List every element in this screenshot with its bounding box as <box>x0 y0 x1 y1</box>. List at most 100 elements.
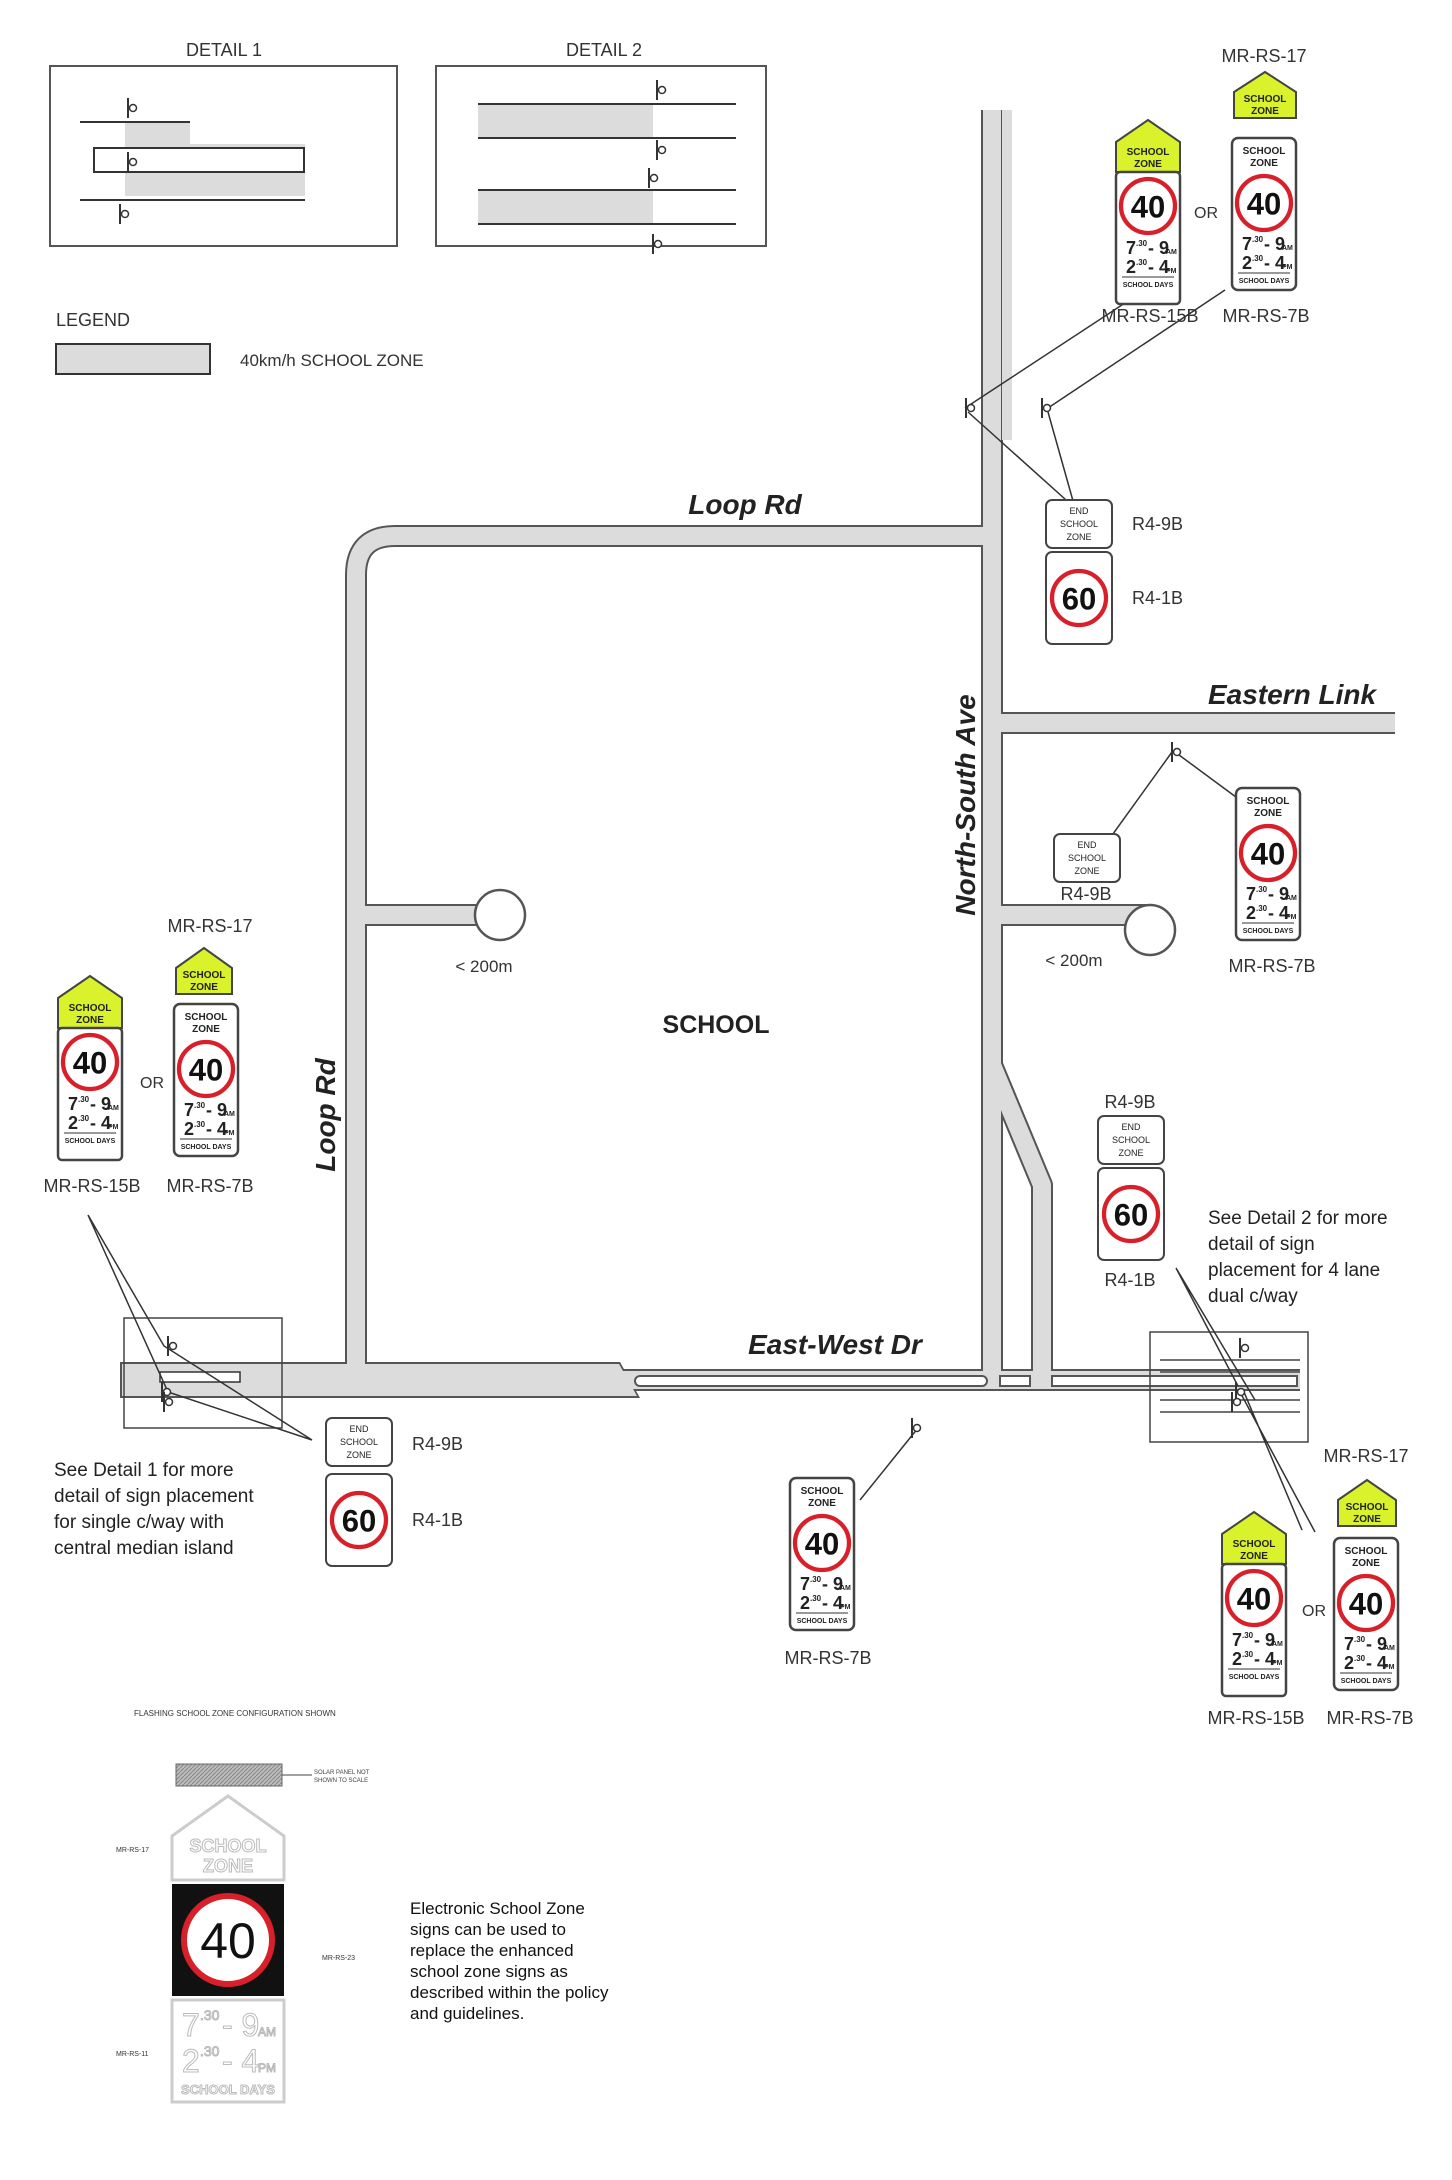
time-am: AM <box>1384 1645 1395 1652</box>
time-am-min: .30 <box>1256 885 1268 894</box>
time-am: AM <box>258 2025 276 2039</box>
code-r4-1b: R4-1B <box>1132 588 1183 608</box>
sign-school-text: SCHOOL <box>1233 1539 1276 1550</box>
time-am-end: - 9 <box>206 1100 227 1120</box>
road-name-eastern-link: Eastern Link <box>1208 679 1377 710</box>
sign-zone-text: ZONE <box>1250 158 1278 169</box>
time-pm-start: 2 <box>1246 903 1256 923</box>
time-pm-min: .30 <box>194 1120 206 1129</box>
code-mr-rs-7b: MR-RS-7B <box>1228 956 1315 976</box>
road-fill <box>347 527 987 1370</box>
note-electronic-line: school zone signs as <box>410 1962 568 1981</box>
time-pm-start: 2 <box>182 2043 200 2079</box>
pointer-line <box>1104 751 1241 846</box>
sign-school-text: SCHOOL <box>1127 147 1170 158</box>
cul-de-sac <box>1123 903 1177 957</box>
speed-value: 40 <box>189 1052 224 1087</box>
time-pm-min: .30 <box>1252 254 1264 263</box>
legend-label: 40km/h SCHOOL ZONE <box>240 351 424 370</box>
code-r4-9b: R4-9B <box>412 1434 463 1454</box>
sign-panel <box>170 1998 286 2104</box>
median-island <box>634 1375 988 1387</box>
time-pm-min: .30 <box>1242 1650 1254 1659</box>
time-pm-min: .30 <box>1256 904 1268 913</box>
legend-title: LEGEND <box>56 310 130 330</box>
time-school-days: SCHOOL DAYS <box>181 2082 275 2097</box>
sign-post-icon <box>657 145 667 155</box>
time-am: AM <box>1272 1641 1283 1648</box>
speed-value: 60 <box>342 1503 377 1538</box>
road-outline <box>345 525 987 1370</box>
road-name-loop-left: Loop Rd <box>310 1057 341 1171</box>
time-pm-start: 2 <box>1242 253 1252 273</box>
sign-zone-text: ZONE <box>1254 808 1282 819</box>
code-r4-1b: R4-1B <box>412 1510 463 1530</box>
sign-end-text: END <box>349 1424 369 1434</box>
time-pm-start: 2 <box>184 1119 194 1139</box>
note-electronic-line: replace the enhanced <box>410 1941 574 1960</box>
code-mr-rs-17: MR-RS-17 <box>116 1847 149 1854</box>
time-school-days: SCHOOL DAYS <box>797 1618 848 1625</box>
solar-note: SOLAR PANEL NOT <box>314 1770 370 1776</box>
sign-yellow-panel <box>57 974 123 1029</box>
detail2-title: DETAIL 2 <box>566 40 642 60</box>
note-detail1-line: detail of sign placement <box>54 1486 254 1507</box>
code-r4-9b: R4-9B <box>1104 1092 1155 1112</box>
sign-post-icon <box>657 85 667 95</box>
sign-end-text: END <box>1077 840 1097 850</box>
time-am-start: 7 <box>182 2007 200 2043</box>
median-island <box>999 1375 1031 1387</box>
pointer-line <box>859 1427 919 1501</box>
time-pm-end: - 4 <box>1264 253 1285 273</box>
sign-school-text: SCHOOL <box>1346 1502 1389 1513</box>
sign-zone-text: ZONE <box>1134 159 1162 170</box>
time-am: AM <box>1286 895 1297 902</box>
time-am-start: 7 <box>68 1094 78 1114</box>
pointer-line <box>87 1214 313 1441</box>
sign-post-icon <box>120 209 130 219</box>
speed-ring <box>1118 176 1178 236</box>
sign-post-icon <box>653 239 663 249</box>
sign-panel <box>325 1417 393 1467</box>
sign-school-text: SCHOOL <box>1068 853 1106 863</box>
sign-zone-text: ZONE <box>1074 866 1099 876</box>
code-mr-rs-17: MR-RS-17 <box>1323 1446 1408 1466</box>
speed-value: 40 <box>200 1913 256 1969</box>
time-am: AM <box>108 1105 119 1112</box>
sign-post-icon <box>912 1423 922 1433</box>
sign-end-text: END <box>1069 506 1089 516</box>
pointer-line <box>964 279 1226 509</box>
sign-yellow-panel <box>1337 1478 1397 1527</box>
time-pm-min: .30 <box>200 2043 220 2059</box>
time-am-start: 7 <box>1242 234 1252 254</box>
speed-ring <box>1224 1568 1284 1628</box>
time-am-end: - 9 <box>1264 234 1285 254</box>
sign-post-icon <box>1232 1397 1242 1407</box>
speed-ring <box>792 1513 852 1573</box>
code-mr-rs-7b: MR-RS-7B <box>784 1648 871 1668</box>
time-am-min: .30 <box>1242 1631 1254 1640</box>
note-electronic-line: described within the policy <box>410 1983 609 2002</box>
time-am-end: - 9 <box>222 2007 259 2043</box>
solar-note: SHOWN TO SCALE <box>314 1778 368 1784</box>
sign-end-text: END <box>1121 1122 1141 1132</box>
code-mr-rs-15b: MR-RS-15B <box>43 1176 140 1196</box>
sign-yellow-panel <box>1115 118 1181 173</box>
code-r4-9b: R4-9B <box>1132 514 1183 534</box>
time-school-days: SCHOOL DAYS <box>1239 278 1290 285</box>
time-pm-start: 2 <box>1232 1649 1242 1669</box>
sign-zone-text: ZONE <box>190 982 218 993</box>
time-pm-end: - 4 <box>90 1113 111 1133</box>
note-electronic-line: signs can be used to <box>410 1920 566 1939</box>
time-pm-start: 2 <box>68 1113 78 1133</box>
speed-value: 40 <box>1247 186 1282 221</box>
detail1-median <box>159 1371 241 1383</box>
or-label: OR <box>140 1075 164 1092</box>
speed-ring <box>60 1032 120 1092</box>
sign-zone-text: ZONE <box>346 1450 371 1460</box>
